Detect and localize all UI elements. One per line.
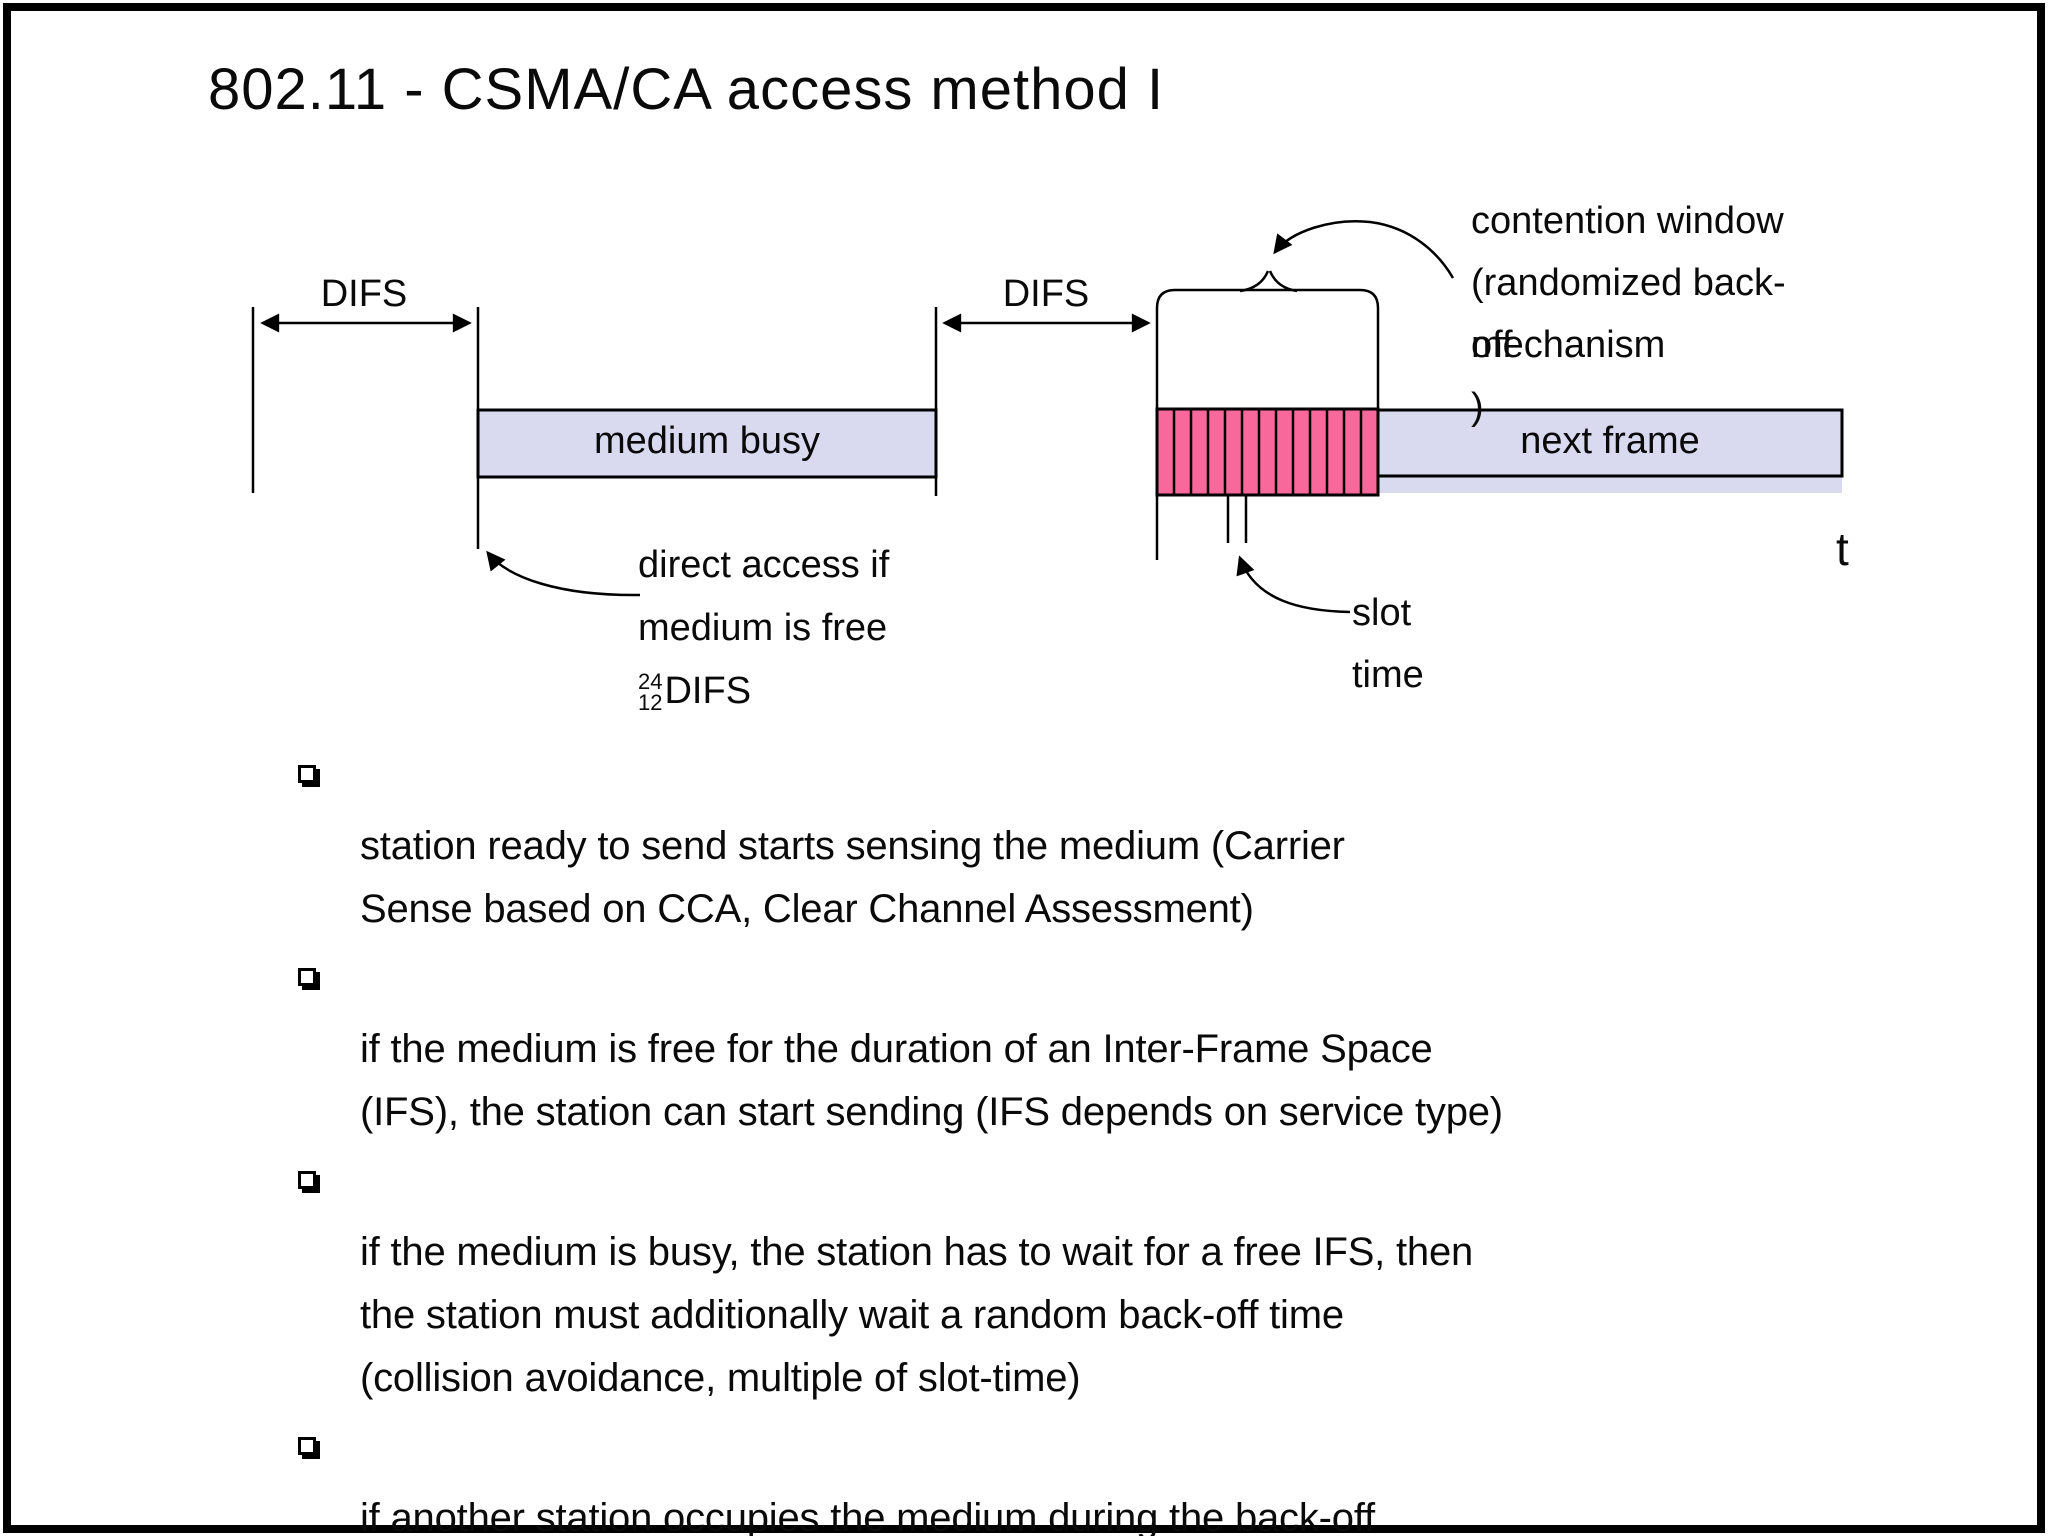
square-bullet-icon (298, 765, 316, 783)
slide-border (3, 3, 2045, 1533)
contention-window-line2: (randomized back- (1471, 262, 1786, 304)
direct-access-line3: 24 12 DIFS (638, 660, 889, 723)
bullet-item-1: station ready to send starts sensing the… (296, 752, 1796, 941)
medium-busy-label: medium busy (594, 420, 820, 462)
difs-label-left: DIFS (320, 273, 408, 315)
backoff-slots-box (1155, 407, 1380, 497)
bullet-item-2: if the medium is free for the duration o… (296, 955, 1796, 1144)
bullet-text-2: if the medium is free for the duration o… (360, 1027, 1503, 1134)
time-axis-label: t (1836, 523, 1849, 575)
bullet-list: station ready to send starts sensing the… (296, 752, 1796, 1536)
contention-window-line3: off mechanism (1471, 314, 1786, 376)
square-bullet-icon (298, 1437, 316, 1455)
direct-access-line1: direct access if (638, 544, 890, 586)
bullet-text-3: if the medium is busy, the station has t… (360, 1230, 1474, 1400)
slot-time-line1: slot (1352, 592, 1412, 634)
bullet-text-1: station ready to send starts sensing the… (360, 824, 1345, 931)
square-bullet-icon (298, 968, 316, 986)
slot-time-label: slot time (1352, 582, 1424, 706)
direct-access-line2: medium is free (638, 607, 888, 649)
slot-time-arrow (1236, 555, 1351, 614)
slot-time-line2: time (1352, 654, 1424, 696)
medium-busy-box (476, 408, 938, 479)
contention-window-line4: ) (1471, 386, 1484, 428)
contention-window-off-text: off (1471, 324, 1513, 366)
frac-top: 24 (638, 668, 663, 694)
next-frame-box (1376, 408, 1844, 478)
square-bullet-icon (298, 1171, 316, 1189)
contention-window-mechanism-text: mechanism (1471, 324, 1666, 366)
contention-window-label: contention window (randomized back- off … (1471, 190, 1786, 438)
direct-access-arrow (486, 550, 641, 597)
next-frame-strip (1378, 476, 1842, 493)
contention-window-arrow (1273, 220, 1455, 279)
frac-bottom: 12 (638, 689, 663, 715)
direct-access-label: direct access if medium is free 24 12 DI… (638, 534, 889, 723)
bullet-item-3: if the medium is busy, the station has t… (296, 1158, 1796, 1410)
contention-window-line1: contention window (1471, 200, 1784, 242)
slot-divider-lines (1172, 409, 1363, 495)
bullet-item-4: if another station occupies the medium d… (296, 1424, 1796, 1536)
next-frame-label: next frame (1520, 420, 1700, 462)
cw-tent-mark (1239, 270, 1298, 293)
difs-label-right: DIFS (1002, 273, 1090, 315)
direct-access-difs-word: DIFS (664, 670, 752, 712)
gte-glyph-fraction: 24 12 (638, 668, 663, 715)
slide-title: 802.11 - CSMA/CA access method I (208, 57, 1165, 122)
bullet-text-4: if another station occupies the medium d… (360, 1496, 1375, 1536)
